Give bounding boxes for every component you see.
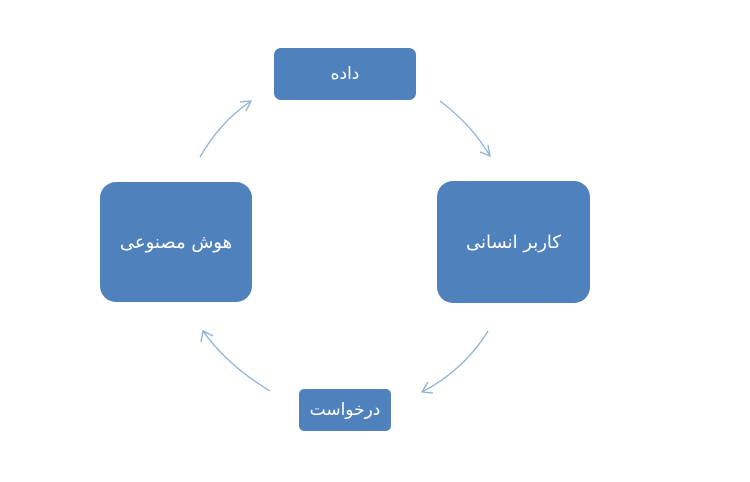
arrow-request-to-ai xyxy=(200,330,271,392)
arrow-data-to-human xyxy=(439,100,491,158)
node-human-user: کاربر انسانی xyxy=(437,181,590,303)
arrow-human-to-request xyxy=(420,330,489,394)
arrow-ai-to-data xyxy=(199,100,253,158)
node-ai-label: هوش مصنوعی xyxy=(119,231,233,253)
node-ai: هوش مصنوعی xyxy=(100,182,252,302)
node-request-label: درخواست xyxy=(309,400,381,420)
node-human-user-label: کاربر انسانی xyxy=(466,231,561,253)
node-data: داده xyxy=(274,48,416,100)
node-request: درخواست xyxy=(299,389,391,431)
node-data-label: داده xyxy=(330,64,360,84)
